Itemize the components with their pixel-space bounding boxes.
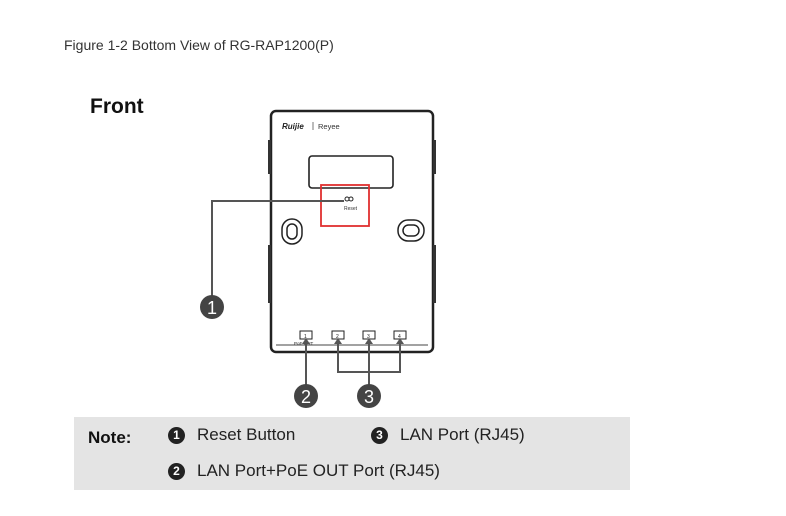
note-box: Note: 1 Reset Button 3 LAN Port (RJ45) 2… [74, 417, 630, 490]
left-side-ridge [268, 140, 271, 174]
left-side-ridge [268, 245, 271, 303]
lan-4-arrowhead [396, 338, 404, 344]
right-side-ridge [433, 140, 436, 174]
callout-3-number: 3 [364, 387, 374, 407]
lan-3-arrowhead [365, 338, 373, 344]
legend-label: LAN Port (RJ45) [400, 425, 525, 444]
reset-indicator [348, 196, 354, 202]
legend-item-reset: 1 Reset Button [168, 425, 295, 445]
figure-caption: Figure 1-2 Bottom View of RG-RAP1200(P) [64, 37, 334, 53]
right-side-ridge [433, 245, 436, 303]
port-2-number: 2 [336, 334, 339, 340]
callout-2-number: 2 [301, 387, 311, 407]
legend-number-badge: 3 [371, 426, 388, 444]
callout-1-number: 1 [207, 298, 217, 318]
callout-3-circle [357, 384, 381, 408]
legend-item-lan-port: 3 LAN Port (RJ45) [371, 425, 525, 445]
reyee-logo: Reyee [318, 122, 340, 131]
port-4-number: 4 [398, 334, 401, 340]
reset-leader-line [211, 200, 344, 301]
mounting-hole-right-inner [402, 224, 420, 237]
callout-2-circle [294, 384, 318, 408]
reset-highlight-box [320, 184, 370, 227]
legend-label: LAN Port+PoE OUT Port (RJ45) [197, 461, 440, 480]
reset-hole [344, 196, 350, 202]
legend-label: Reset Button [197, 425, 296, 444]
legend-number-badge: 2 [168, 462, 185, 480]
reset-label: Reset [344, 206, 358, 212]
mounting-hole-left-inner [286, 223, 298, 240]
legend-item-poe-port: 2 LAN Port+PoE OUT Port (RJ45) [168, 461, 440, 481]
callout-1-circle [200, 295, 224, 319]
legend-number-badge: 1 [168, 426, 185, 444]
front-view-label: Front [90, 95, 144, 118]
port-3-number: 3 [367, 334, 370, 340]
note-title: Note: [88, 428, 132, 447]
ruijie-logo: Ruijie [282, 122, 304, 131]
label-window [308, 155, 394, 189]
lan-2-arrowhead [334, 338, 342, 344]
poe-arrowhead [302, 338, 310, 344]
port-1-number: 1 [304, 334, 307, 340]
